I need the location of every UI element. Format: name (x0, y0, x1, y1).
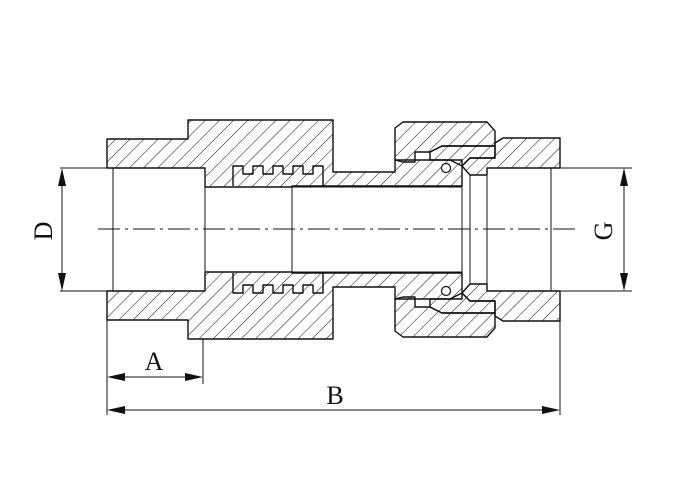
b-arrow-right (542, 406, 560, 414)
left-bore (107, 167, 206, 292)
thread-upper (232, 165, 324, 186)
dimension-label-b: B (326, 381, 343, 410)
g-arrow-bottom (620, 273, 628, 291)
o-ring-lower (440, 285, 452, 297)
b-arrow-left (107, 406, 125, 414)
d-arrow-top (58, 168, 66, 186)
d-arrow-bottom (58, 273, 66, 291)
o-ring-upper (440, 162, 452, 174)
dimension-label-d: D (29, 222, 58, 241)
a-arrow-left (107, 373, 125, 381)
dimension-label-a: A (145, 347, 164, 376)
thread-lower (232, 273, 324, 294)
g-arrow-top (620, 168, 628, 186)
a-arrow-right (185, 373, 203, 381)
dimension-label-g: G (589, 222, 618, 241)
